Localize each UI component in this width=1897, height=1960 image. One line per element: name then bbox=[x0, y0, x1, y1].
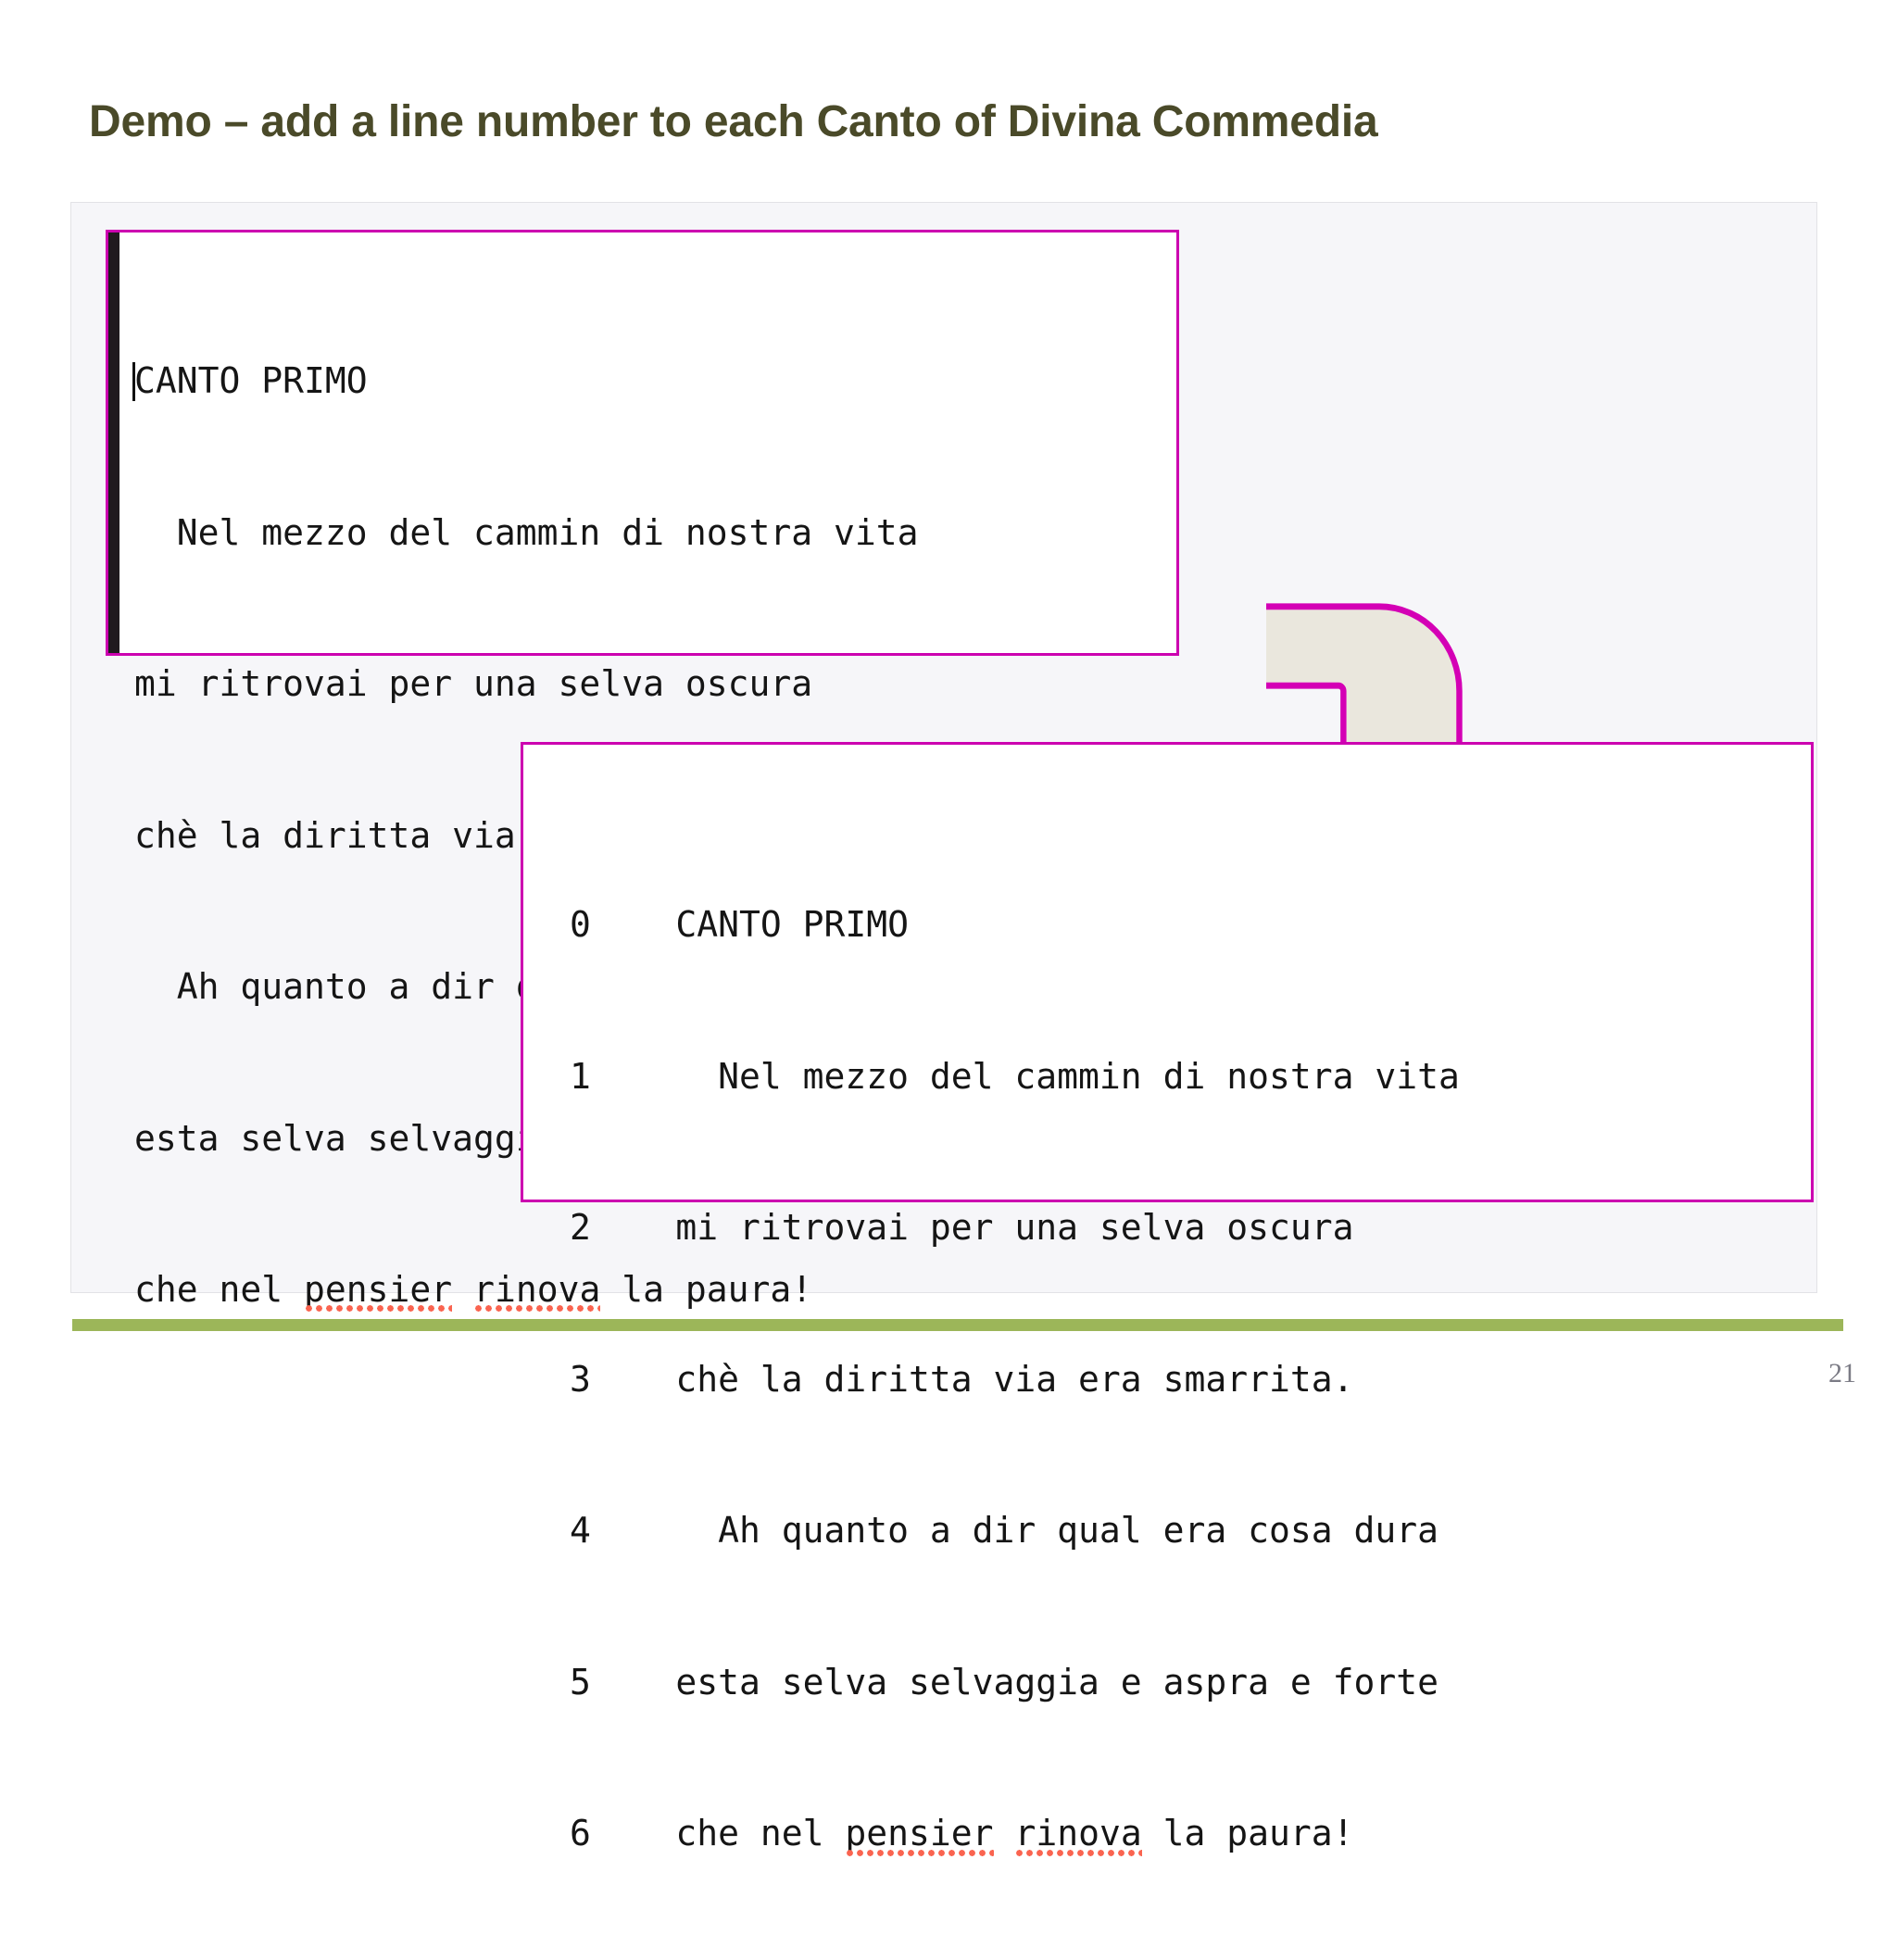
page-title: Demo – add a line number to each Canto o… bbox=[89, 97, 1378, 146]
code-line-text: Ah quanto a dir qual era cosa dura bbox=[675, 1510, 1438, 1551]
code-line-text bbox=[452, 1269, 473, 1310]
code-line: 5 esta selva selvaggia e aspra e forte bbox=[570, 1657, 1460, 1708]
code-line: 6 che nel pensier rinova la paura! bbox=[570, 1808, 1460, 1859]
line-number: 5 bbox=[570, 1661, 591, 1702]
line-number: 0 bbox=[570, 904, 591, 945]
spellcheck-misspelled-word[interactable]: rinova bbox=[1014, 1808, 1143, 1859]
code-line-text: CANTO PRIMO bbox=[134, 360, 368, 401]
code-line-text: Nel mezzo del cammin di nostra vita bbox=[675, 1055, 1460, 1097]
code-line-text: CANTO PRIMO bbox=[675, 904, 910, 945]
line-number: 2 bbox=[570, 1207, 591, 1248]
code-line-text bbox=[994, 1813, 1015, 1853]
code-line-text: mi ritrovai per una selva oscura bbox=[134, 663, 813, 704]
code-line: 0 CANTO PRIMO bbox=[570, 899, 1460, 950]
code-line: che nel pensier rinova la paura! bbox=[134, 1264, 918, 1315]
numbered-editor-content: 0 CANTO PRIMO 1 Nel mezzo del cammin di n… bbox=[570, 798, 1460, 1960]
code-line: mi ritrovai per una selva oscura bbox=[134, 659, 918, 710]
code-line-text: che nel bbox=[675, 1813, 846, 1853]
page-number: 21 bbox=[1828, 1358, 1856, 1388]
text-caret bbox=[132, 362, 135, 401]
line-number: 1 bbox=[570, 1055, 591, 1097]
numbered-text-editor[interactable]: 0 CANTO PRIMO 1 Nel mezzo del cammin di n… bbox=[521, 742, 1814, 1856]
code-line: 4 Ah quanto a dir qual era cosa dura bbox=[570, 1505, 1460, 1556]
footer-rule bbox=[72, 1319, 1843, 1331]
code-line: CANTO PRIMO bbox=[132, 356, 918, 407]
line-number: 3 bbox=[570, 1358, 591, 1400]
line-number: 4 bbox=[570, 1510, 591, 1551]
code-line-text: la paura! bbox=[600, 1269, 813, 1310]
code-line: 2 mi ritrovai per una selva oscura bbox=[570, 1202, 1460, 1253]
code-line: 1 Nel mezzo del cammin di nostra vita bbox=[570, 1051, 1460, 1102]
code-line: 3 chè la diritta via era smarrita. bbox=[570, 1354, 1460, 1405]
code-line-text: la paura! bbox=[1141, 1813, 1354, 1853]
spellcheck-misspelled-word[interactable]: rinova bbox=[473, 1264, 601, 1315]
code-line-text: mi ritrovai per una selva oscura bbox=[675, 1207, 1354, 1248]
content-panel: CANTO PRIMO Nel mezzo del cammin di nost… bbox=[70, 202, 1817, 1856]
code-line-text: Nel mezzo del cammin di nostra vita bbox=[134, 511, 919, 553]
code-line-text: che nel bbox=[134, 1269, 305, 1310]
line-number: 6 bbox=[570, 1813, 591, 1853]
code-line-text: esta selva selvaggia e aspra e forte bbox=[675, 1661, 1438, 1702]
spellcheck-misspelled-word[interactable]: pensier bbox=[845, 1808, 994, 1859]
code-line-text: chè la diritta via era smarrita. bbox=[675, 1358, 1354, 1400]
original-text-editor[interactable]: CANTO PRIMO Nel mezzo del cammin di nost… bbox=[106, 230, 1179, 1312]
code-line: Nel mezzo del cammin di nostra vita bbox=[134, 508, 919, 559]
spellcheck-misspelled-word[interactable]: pensier bbox=[304, 1264, 453, 1315]
editor-gutter-bar bbox=[108, 232, 119, 653]
